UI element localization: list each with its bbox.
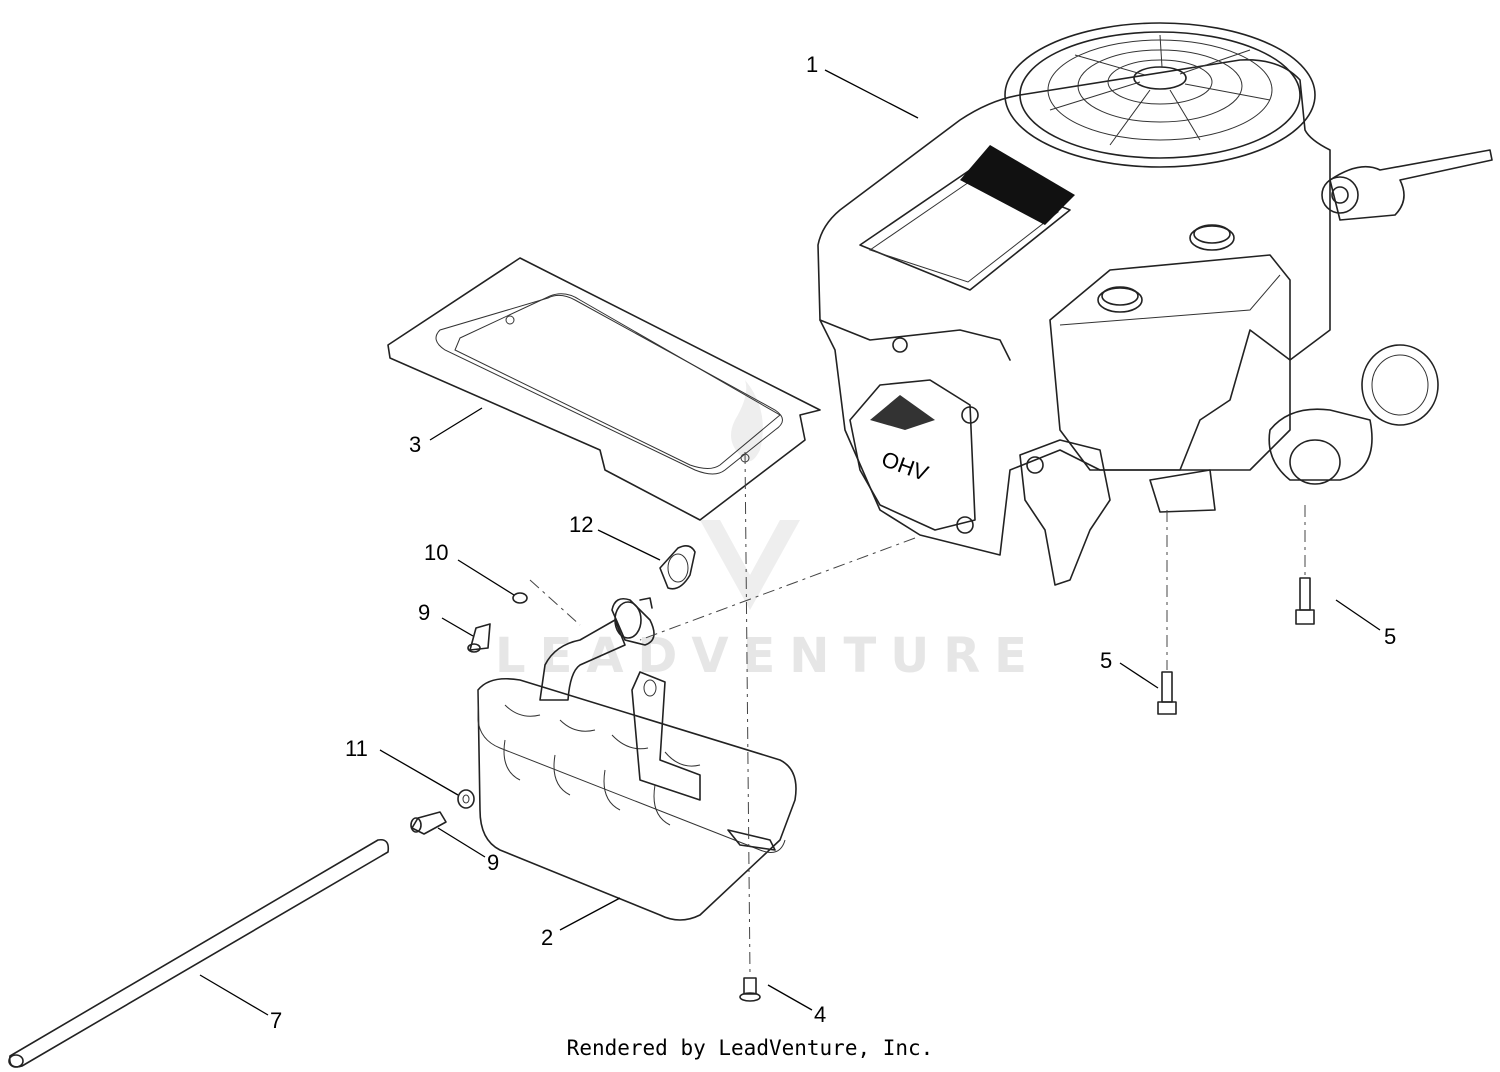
callout-10: 10 bbox=[424, 540, 448, 565]
callout-11: 11 bbox=[345, 736, 368, 761]
callout-5-right: 5 bbox=[1384, 624, 1396, 649]
exhaust-gasket bbox=[659, 544, 696, 590]
callout-labels: 1 2 3 4 5 5 7 9 9 10 11 12 bbox=[270, 52, 1396, 1033]
exhaust-tube bbox=[8, 838, 390, 1068]
heat-shield-plate bbox=[387, 257, 821, 521]
callout-3: 3 bbox=[409, 432, 421, 457]
bolt-5-left bbox=[1157, 671, 1177, 715]
leader-lines bbox=[199, 69, 1381, 1016]
exhaust-elbow bbox=[539, 597, 655, 701]
assembly-lines bbox=[529, 451, 1306, 976]
callout-7: 7 bbox=[270, 1008, 282, 1033]
watermark-text: LEADVENTURE bbox=[495, 628, 1041, 684]
bolt-5-right bbox=[1295, 577, 1315, 625]
callout-5-left: 5 bbox=[1100, 648, 1112, 673]
callout-2: 2 bbox=[541, 925, 553, 950]
engine-ohv-label: OHV bbox=[878, 446, 932, 486]
callout-4: 4 bbox=[814, 1002, 826, 1027]
callout-9-lower: 9 bbox=[487, 850, 499, 875]
footer-credit: Rendered by LeadVenture, Inc. bbox=[566, 1036, 934, 1060]
callout-1: 1 bbox=[806, 52, 818, 77]
callout-9-upper: 9 bbox=[418, 600, 430, 625]
washer-11 bbox=[457, 789, 475, 809]
bolt-4 bbox=[739, 977, 761, 1002]
callout-12: 12 bbox=[569, 512, 593, 537]
fastener-10 bbox=[512, 592, 528, 604]
muffler bbox=[477, 671, 797, 921]
fastener-9-lower bbox=[410, 811, 447, 835]
fastener-9-upper bbox=[467, 623, 491, 653]
engine-assembly: OHV bbox=[817, 22, 1493, 586]
